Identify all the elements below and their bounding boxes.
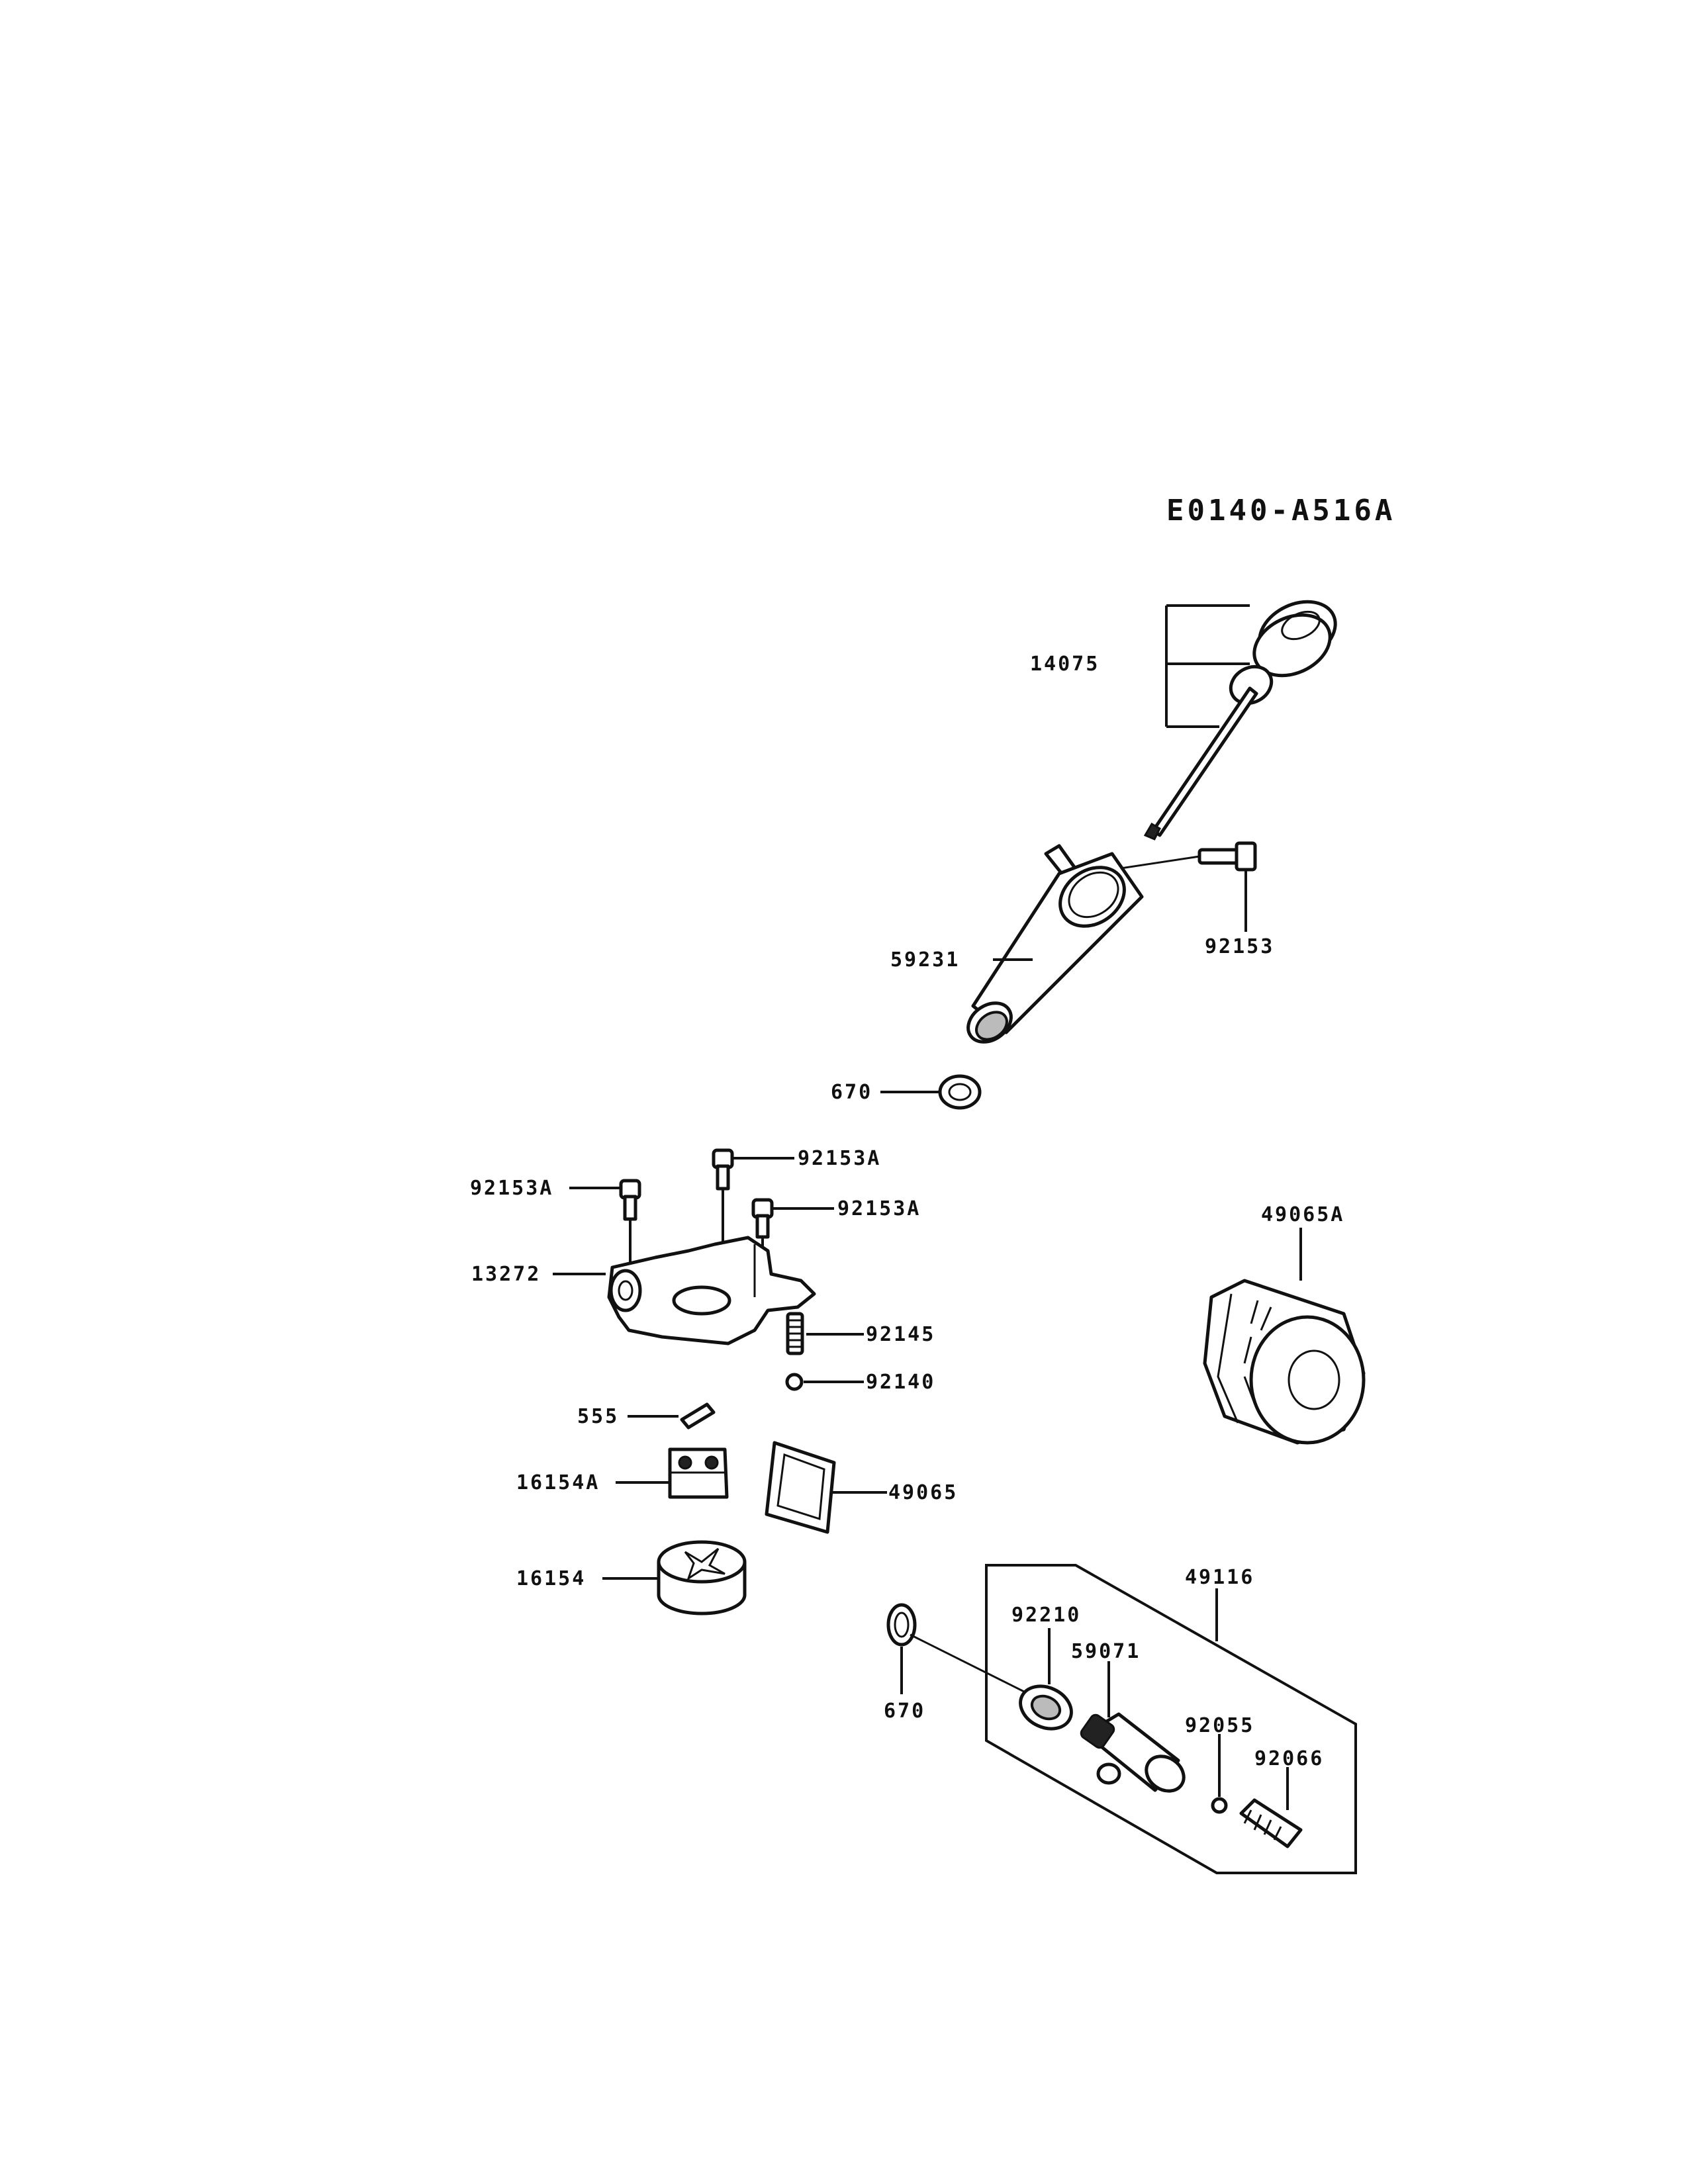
bolt-92153A-a	[712, 1148, 734, 1271]
plug-92210	[1019, 1628, 1073, 1731]
label-16154: 16154	[516, 1567, 586, 1590]
label-92153: 92153	[1205, 935, 1274, 958]
o-ring-670-bottom	[886, 1603, 1037, 1699]
label-14075: 14075	[1030, 653, 1100, 676]
valve-59071	[1080, 1661, 1186, 1793]
label-92140: 92140	[866, 1371, 935, 1394]
diagram-code: E0140-A516A	[1166, 494, 1395, 527]
label-16154A: 16154A	[516, 1471, 600, 1494]
bolt-92153A-b	[619, 1179, 641, 1304]
label-49116: 49116	[1185, 1566, 1254, 1589]
label-49065: 49065	[888, 1481, 958, 1504]
gasket-49065	[765, 1441, 836, 1534]
label-670-top: 670	[831, 1081, 872, 1104]
label-59071: 59071	[1071, 1640, 1141, 1663]
plate-13272	[607, 1236, 816, 1345]
label-92066: 92066	[1254, 1747, 1324, 1770]
spring-92145	[786, 1312, 804, 1355]
ball-92055	[1211, 1734, 1228, 1814]
pin-555	[680, 1402, 716, 1430]
o-ring-670-top	[938, 1074, 982, 1110]
label-92153A-c: 92153A	[837, 1197, 921, 1220]
fill-tube-59231	[966, 844, 1144, 1044]
ball-92140	[785, 1373, 804, 1391]
label-555: 555	[577, 1405, 619, 1428]
label-92055: 92055	[1185, 1714, 1254, 1737]
valve-assembly-box-49116	[985, 1564, 1357, 1874]
label-59231: 59231	[890, 948, 960, 972]
label-92145: 92145	[866, 1323, 935, 1346]
label-92210: 92210	[1011, 1604, 1081, 1627]
spring-92066	[1239, 1767, 1303, 1848]
label-13272: 13272	[471, 1263, 541, 1286]
label-49065A: 49065A	[1261, 1203, 1344, 1226]
label-92153A-a: 92153A	[798, 1147, 881, 1170]
label-670-bottom: 670	[884, 1700, 925, 1723]
rotor-16154	[657, 1540, 747, 1615]
label-92153A-b: 92153A	[470, 1177, 553, 1200]
dipstick-14075	[1143, 600, 1337, 841]
rotor-16154A	[668, 1447, 729, 1499]
oil-filter-49065A	[1203, 1228, 1366, 1445]
